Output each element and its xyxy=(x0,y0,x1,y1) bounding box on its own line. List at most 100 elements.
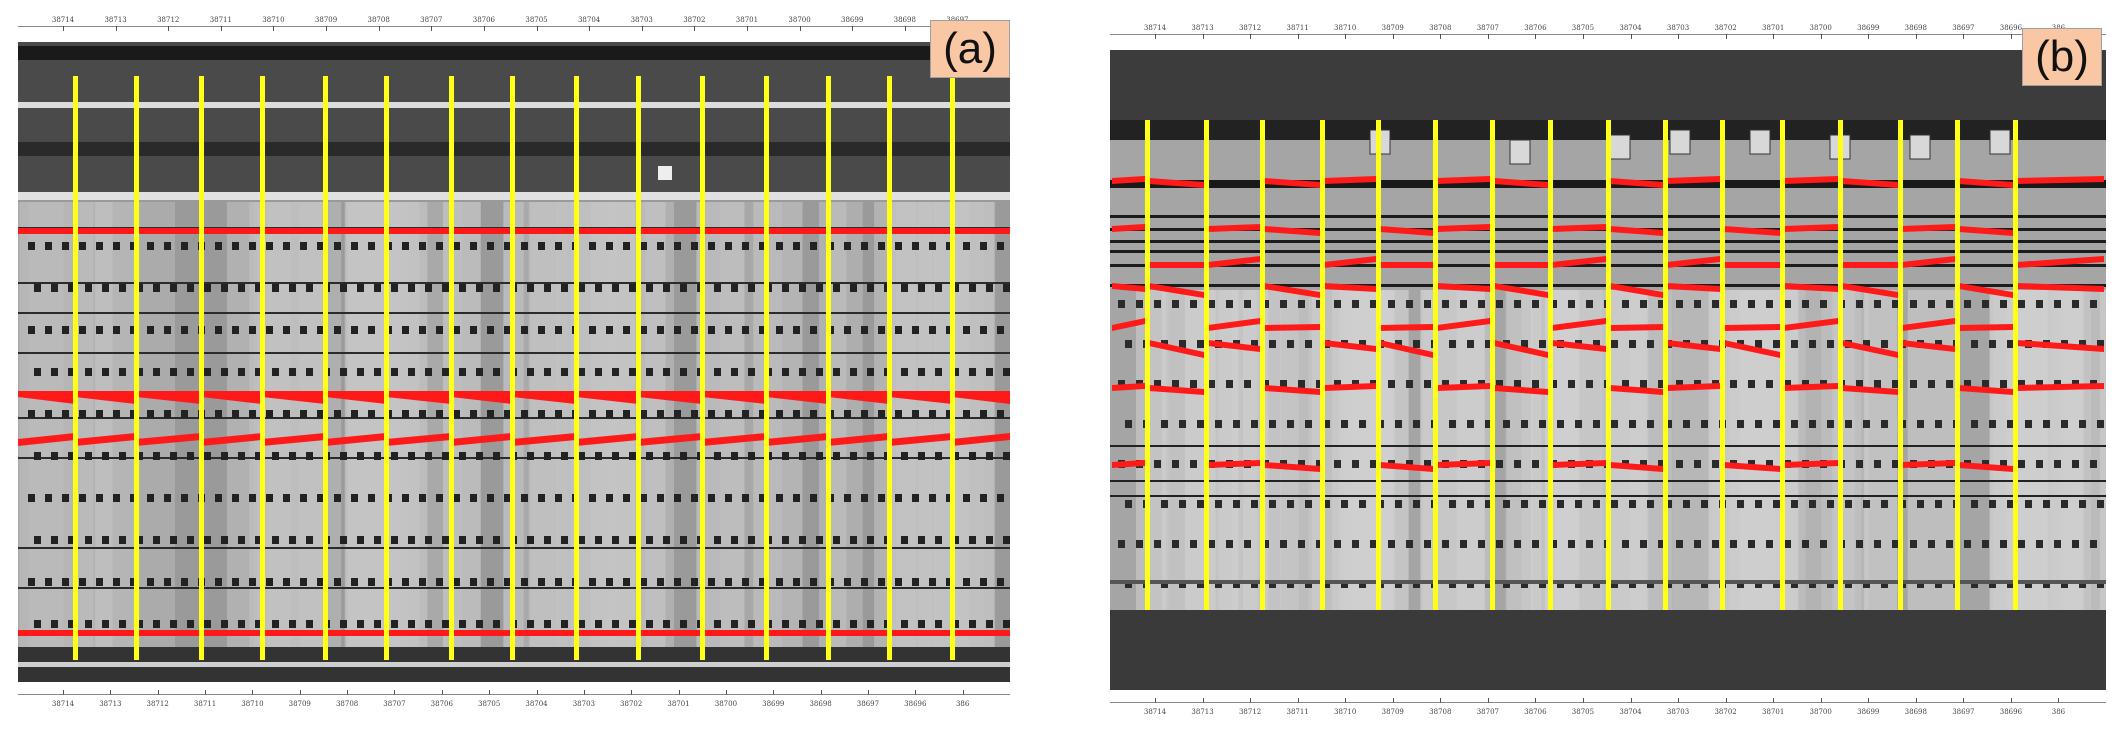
bolt-pocket xyxy=(901,536,908,544)
ruler-tick xyxy=(1250,34,1252,39)
bolt-pocket xyxy=(493,284,500,292)
joint-line xyxy=(510,76,515,660)
bolt-pocket xyxy=(1532,300,1539,308)
bolt-pocket xyxy=(391,452,398,460)
bolt-pocket xyxy=(895,242,902,250)
bolt-pocket xyxy=(113,410,120,418)
bolt-pocket xyxy=(1730,300,1737,308)
chainage-label: 38700 xyxy=(714,700,738,708)
ruler-tick xyxy=(1392,34,1394,39)
bolt-pocket xyxy=(1676,460,1683,468)
bolt-pocket xyxy=(1154,380,1161,388)
bolt-pocket xyxy=(782,452,789,460)
bolt-pocket xyxy=(1154,460,1161,468)
bolt-pocket xyxy=(1179,420,1186,428)
bolt-pocket xyxy=(470,410,477,418)
wall-sign xyxy=(658,166,672,180)
bolt-pocket xyxy=(1593,420,1600,428)
bolt-pocket xyxy=(1413,340,1420,348)
chainage-label: 38709 xyxy=(1381,24,1404,32)
marker-line xyxy=(1552,318,1606,331)
ruler-tick xyxy=(1963,698,1965,703)
bolt-pocket xyxy=(493,620,500,628)
bolt-pocket xyxy=(232,410,239,418)
bolt-pocket xyxy=(374,620,381,628)
bolt-pocket xyxy=(2036,380,2043,388)
bolt-pocket xyxy=(708,410,715,418)
bolt-pocket xyxy=(867,368,874,376)
ruler-tick xyxy=(694,26,696,31)
chainage-label: 38698 xyxy=(1904,24,1927,32)
joint-line xyxy=(574,76,579,660)
chainage-label: 38709 xyxy=(1381,708,1404,716)
bolt-pocket xyxy=(249,494,256,502)
ruler-tick xyxy=(746,26,748,31)
bolt-pocket xyxy=(1269,420,1276,428)
bolt-pocket xyxy=(476,620,483,628)
bolt-pocket xyxy=(1406,300,1413,308)
bolt-pocket xyxy=(544,452,551,460)
bolt-pocket xyxy=(453,494,460,502)
bolt-pocket xyxy=(289,620,296,628)
marker-line xyxy=(1610,226,1663,236)
chainage-label: 38702 xyxy=(620,700,643,708)
bolt-pocket xyxy=(1514,460,1521,468)
segment-texture xyxy=(1832,290,1869,610)
bolt-pocket xyxy=(1532,460,1539,468)
bolt-pocket xyxy=(1881,340,1888,348)
bolt-pocket xyxy=(130,326,137,334)
bolt-pocket xyxy=(1287,340,1294,348)
bolt-pocket xyxy=(861,494,868,502)
bolt-pocket xyxy=(1629,340,1636,348)
bolt-pocket xyxy=(799,620,806,628)
bolt-pocket xyxy=(521,242,528,250)
ruler-tick xyxy=(1155,698,1156,703)
bolt-pocket xyxy=(1982,380,1989,388)
bolt-pocket xyxy=(1568,380,1575,388)
bolt-pocket xyxy=(96,578,103,586)
bolt-pocket xyxy=(1737,500,1744,508)
marker-line xyxy=(201,391,262,404)
ruler-tick xyxy=(915,690,917,695)
marker-line xyxy=(1610,178,1663,188)
bolt-pocket xyxy=(561,452,568,460)
bolt-pocket xyxy=(748,620,755,628)
bolt-pocket xyxy=(1622,300,1629,308)
bolt-pocket xyxy=(1766,380,1773,388)
bolt-pocket xyxy=(334,242,341,250)
bolt-pocket xyxy=(300,410,307,418)
bolt-pocket xyxy=(1845,500,1852,508)
chainage-label: 38703 xyxy=(1666,24,1690,32)
marker-line xyxy=(889,433,952,446)
bolt-pocket xyxy=(1773,500,1780,508)
joint-line xyxy=(950,76,955,660)
marker-line xyxy=(1437,224,1490,232)
bolt-pocket xyxy=(170,368,177,376)
bolt-pocket xyxy=(612,620,619,628)
bolt-pocket xyxy=(527,284,534,292)
bolt-pocket xyxy=(1323,500,1330,508)
bolt-pocket xyxy=(867,452,874,460)
ruler-tick xyxy=(489,690,491,695)
bolt-pocket xyxy=(1827,340,1834,348)
bolt-pocket xyxy=(929,578,936,586)
bolt-pocket xyxy=(153,452,160,460)
bolt-pocket xyxy=(272,284,279,292)
segment-texture xyxy=(1521,290,1542,610)
bolt-pocket xyxy=(691,326,698,334)
bolt-pocket xyxy=(1586,380,1593,388)
bolt-pocket xyxy=(833,620,840,628)
bolt-pocket xyxy=(1467,420,1474,428)
bolt-pocket xyxy=(351,494,358,502)
bolt-pocket xyxy=(657,242,664,250)
bolt-pocket xyxy=(181,494,188,502)
chainage-label: 38705 xyxy=(1571,24,1595,32)
marker-line xyxy=(702,391,766,404)
bolt-pocket xyxy=(238,620,245,628)
bolt-pocket xyxy=(164,494,171,502)
bolt-pocket xyxy=(130,410,137,418)
bolt-pocket xyxy=(816,452,823,460)
bolt-pocket xyxy=(1802,380,1809,388)
bolt-pocket xyxy=(980,494,987,502)
marker-line xyxy=(262,391,325,404)
